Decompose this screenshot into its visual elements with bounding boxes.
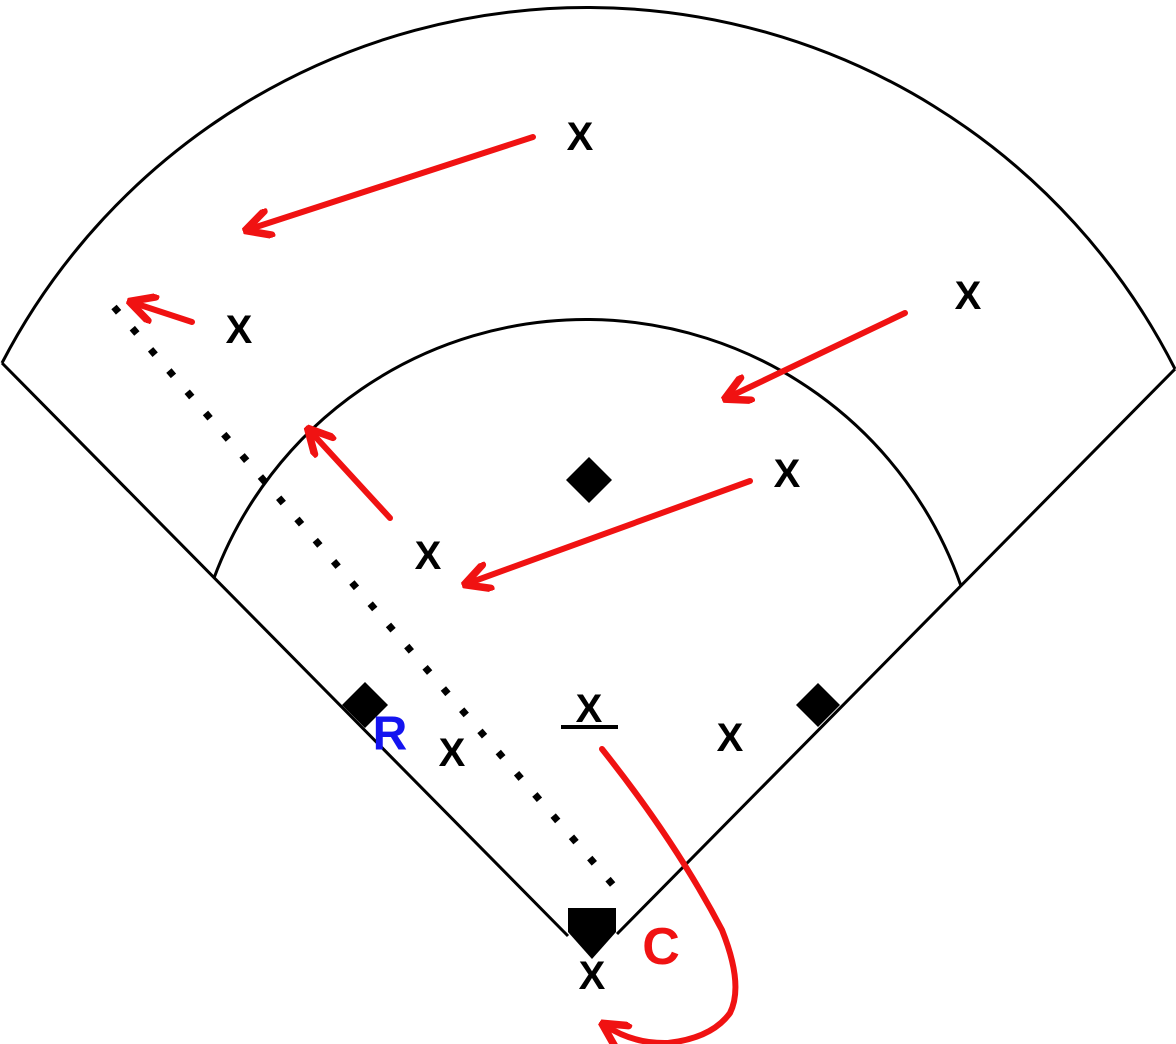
movement-arrows: [134, 134, 908, 1044]
third-base-bag: [342, 682, 388, 728]
player-x-shortstop: X: [415, 534, 442, 578]
player-x-center-fielder: X: [567, 115, 594, 159]
third-base-line-extended: [111, 304, 629, 903]
player-x-second-baseman: X: [774, 452, 801, 496]
player-x-catcher-player: X: [579, 954, 606, 998]
runner-at-third-label: R: [373, 708, 408, 761]
infield-grass-arc: [212, 318, 963, 587]
player-x-right-fielder: X: [955, 274, 982, 318]
player-x-third-baseman: X: [439, 731, 466, 775]
second-baseman-move-arrow: [469, 478, 753, 583]
center-fielder-move-arrow: [250, 134, 536, 229]
first-base-bag: [796, 683, 840, 727]
player-x-first-baseman: X: [717, 716, 744, 760]
right-fielder-move-arrow: [729, 310, 908, 397]
outfield-fence-arc: [0, 5, 1176, 370]
left-foul-line: [0, 361, 570, 938]
field-outline: [0, 5, 1176, 938]
second-base-bag: [566, 457, 612, 503]
home-plate: [568, 908, 616, 959]
player-x-pitcher: X: [576, 687, 603, 731]
left-fielder-move-arrow: [134, 303, 195, 325]
catcher-label: C: [642, 918, 680, 976]
player-x-left-fielder: X: [226, 308, 253, 352]
bases: [342, 457, 840, 959]
shortstop-move-arrow: [311, 432, 393, 521]
right-foul-line: [615, 367, 1176, 936]
catcher-backup-path-arrow: [602, 746, 739, 1044]
